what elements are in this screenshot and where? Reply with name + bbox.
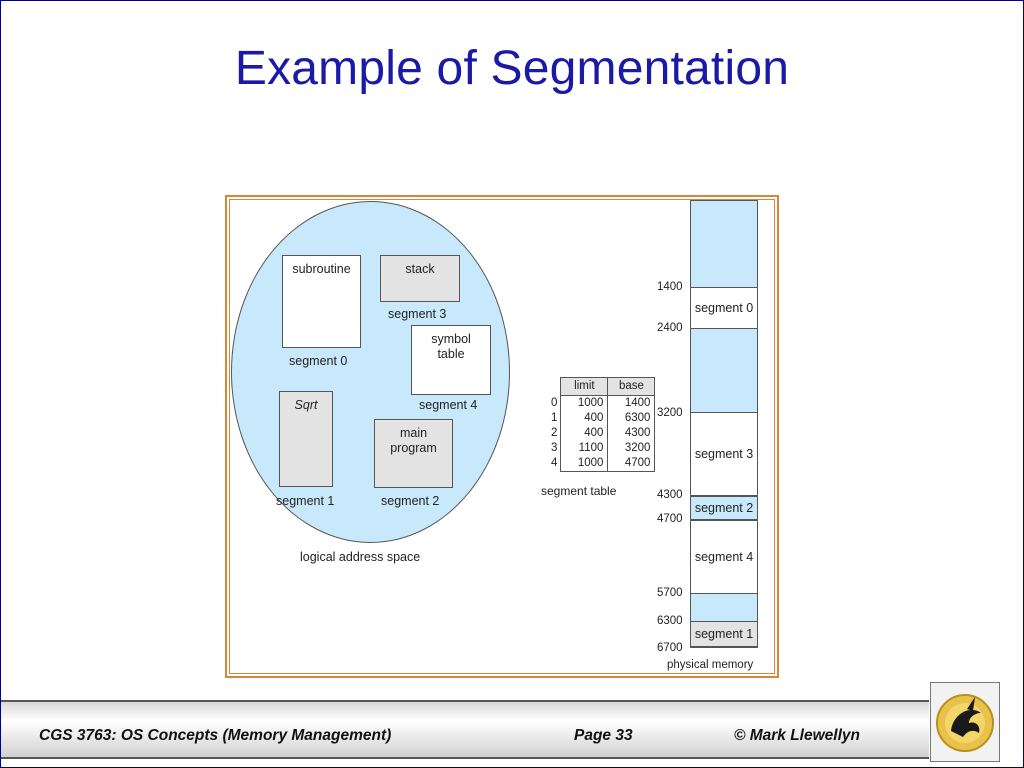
row-index: 0 [551,396,558,409]
segment-4-label: segment 4 [419,398,478,412]
footer-course: CGS 3763: OS Concepts (Memory Management… [39,727,392,744]
symbol-table-label-2: table [437,347,465,361]
limit-cell: 1100 [560,441,609,456]
limit-cell: 400 [560,411,609,426]
physical-segment-2-label: segment 2 [694,501,754,515]
address-label: 6300 [657,615,683,627]
physical-segment-0: segment 0 [691,287,757,329]
logical-address-space-caption: logical address space [300,550,421,564]
row-index: 3 [551,442,558,454]
physical-segment-4-label: segment 4 [694,550,754,564]
logo [930,682,1000,762]
segment-table: limit base 0 1000 1400 1 400 6300 2 400 … [547,377,656,472]
main-program-label-1: main [399,426,428,440]
row-index: 2 [551,427,558,439]
main-program-box: main program [374,419,453,488]
base-cell: 4700 [607,456,656,472]
segment-table-header: limit base [547,377,656,396]
footer-bar: CGS 3763: OS Concepts (Memory Management… [1,700,929,759]
table-row: 1 400 6300 [547,411,656,426]
base-cell: 1400 [607,395,656,411]
physical-segment-1: segment 1 [691,621,757,647]
physical-segment-1-label: segment 1 [694,627,754,641]
pegasus-logo-icon [936,694,994,752]
slide-title: Example of Segmentation [234,42,790,95]
physical-segment-0-label: segment 0 [694,301,754,315]
base-header: base [607,377,656,396]
limit-header: limit [560,377,609,396]
footer-page: Page 33 [574,727,633,744]
segment-3-label: segment 3 [388,307,447,321]
segment-table-caption: segment table [541,484,617,498]
base-cell: 6300 [607,411,656,426]
physical-segment-4: segment 4 [691,520,757,594]
limit-cell: 1000 [560,456,609,472]
physical-memory-caption: physical memory [667,659,754,671]
limit-cell: 400 [560,426,609,441]
base-cell: 4300 [607,426,656,441]
address-label: 5700 [657,587,683,599]
row-index: 1 [551,412,558,424]
address-label: 4300 [657,489,683,501]
row-index: 4 [551,457,558,470]
diagram-frame: subroutine segment 0 stack segment 3 sym… [225,195,779,678]
stack-box: stack [380,255,460,302]
footer-author: © Mark Llewellyn [734,727,860,744]
address-label: 4700 [657,513,683,525]
address-label: 2400 [657,322,683,334]
subroutine-label: subroutine [292,262,351,276]
table-row: 4 1000 4700 [547,456,656,472]
table-row: 2 400 4300 [547,426,656,441]
symbol-table-box: symbol table [411,325,491,395]
sqrt-label: Sqrt [294,398,318,412]
segment-0-label: segment 0 [289,354,348,368]
address-label: 3200 [657,407,683,419]
physical-segment-2: segment 2 [691,496,757,520]
address-label: 6700 [657,642,683,654]
segment-1-label: segment 1 [276,494,335,508]
subroutine-box: subroutine [282,255,361,348]
table-row: 0 1000 1400 [547,395,656,411]
segment-2-label: segment 2 [381,494,440,508]
stack-label: stack [405,262,435,276]
sqrt-box: Sqrt [279,391,333,487]
main-program-label-2: program [390,441,437,455]
base-cell: 3200 [607,441,656,456]
address-label: 1400 [657,281,683,293]
physical-segment-3: segment 3 [691,412,757,496]
physical-segment-3-label: segment 3 [694,447,754,461]
symbol-table-label-1: symbol [431,332,471,346]
limit-cell: 1000 [560,395,609,411]
physical-memory-column: segment 0 segment 3 segment 2 segment 4 … [690,200,758,648]
table-row: 3 1100 3200 [547,441,656,456]
